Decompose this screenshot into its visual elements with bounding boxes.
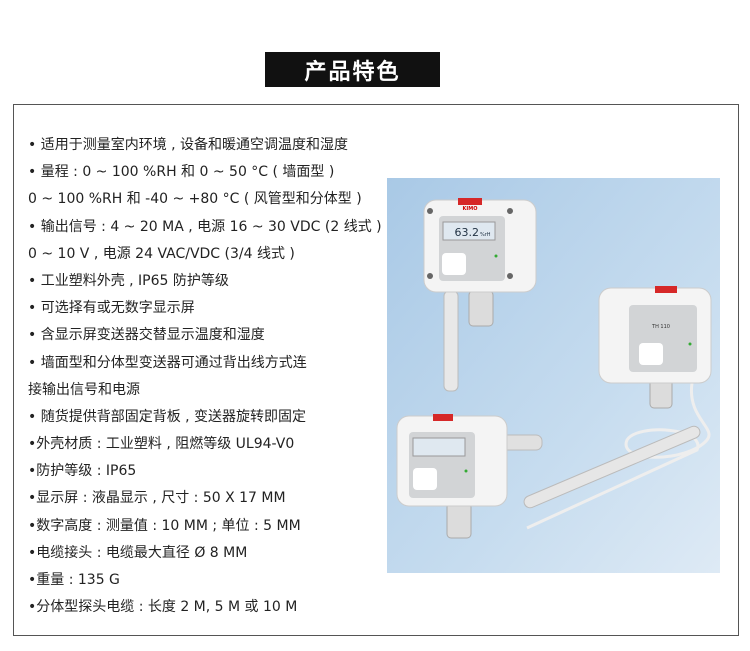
feature-item: •外壳材质 : 工业塑料 , 阻燃等级 UL94-V0 xyxy=(28,436,295,453)
feature-item: •数字高度 : 测量值 : 10 MM ; 单位 : 5 MM xyxy=(28,517,301,534)
model-label: TH 110 xyxy=(651,324,670,330)
feature-item: •防护等级 : IP65 xyxy=(28,463,137,480)
product-photo: KIMO 63.2 %rH TH 110 xyxy=(387,178,720,573)
display-reading: 63.2 xyxy=(455,226,480,239)
transmitter-with-display-top: KIMO 63.2 %rH xyxy=(423,198,537,392)
content-frame xyxy=(13,104,739,636)
display-unit: %rH xyxy=(480,232,491,238)
feature-item: • 墙面型和分体型变送器可通过背出线方式连 xyxy=(28,354,307,371)
brand-logo: KIMO xyxy=(463,206,478,212)
feature-item: • 量程 : 0 ~ 100 %RH 和 0 ~ 50 °C ( 墙面型 ) xyxy=(28,164,335,181)
feature-item: • 适用于测量室内环境 , 设备和暖通空调温度和湿度 xyxy=(28,137,349,153)
feature-item: • 含显示屏变送器交替显示温度和湿度 xyxy=(28,327,265,344)
feature-item: •显示屏 : 液晶显示 , 尺寸 : 50 X 17 MM xyxy=(28,490,286,507)
feature-item: • 输出信号 : 4 ~ 20 MA , 电源 16 ~ 30 VDC (2 线… xyxy=(28,218,382,235)
transmitter-remote-probe: TH 110 xyxy=(523,286,712,530)
feature-list: • 适用于测量室内环境 , 设备和暖通空调温度和湿度 • 量程 : 0 ~ 10… xyxy=(28,133,382,622)
feature-item: 接输出信号和电源 xyxy=(28,381,140,398)
feature-item: •电缆接头 : 电缆最大直径 Ø 8 MM xyxy=(28,544,248,561)
transmitter-with-display-bottom xyxy=(396,414,543,539)
feature-item: • 可选择有或无数字显示屏 xyxy=(28,300,195,317)
feature-item: 0 ~ 10 V , 电源 24 VAC/VDC (3/4 线式 ) xyxy=(28,245,295,262)
feature-item: •重量 : 135 G xyxy=(28,572,120,588)
feature-item: •分体型探头电缆 : 长度 2 M, 5 M 或 10 M xyxy=(28,599,298,616)
feature-item: • 工业塑料外壳 , IP65 防护等级 xyxy=(28,272,229,289)
section-title: 产品特色 xyxy=(265,52,440,87)
feature-item: • 随货提供背部固定背板 , 变送器旋转即固定 xyxy=(28,408,307,425)
feature-item: 0 ~ 100 %RH 和 -40 ~ +80 °C ( 风管型和分体型 ) xyxy=(28,191,362,208)
